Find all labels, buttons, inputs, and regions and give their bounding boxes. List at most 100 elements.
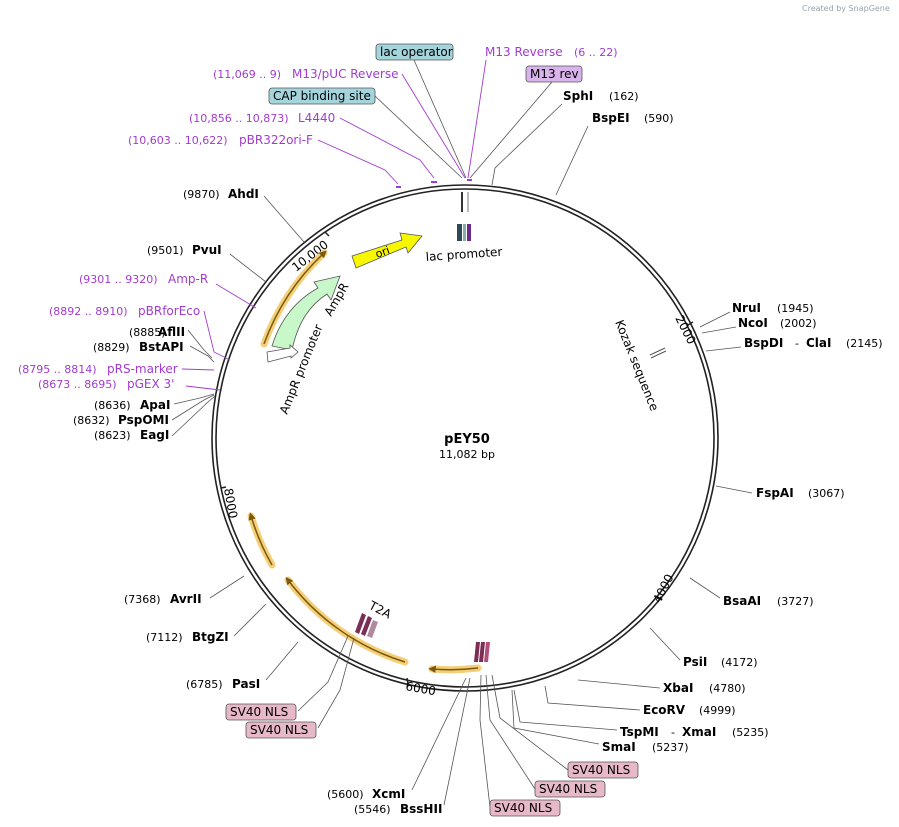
lac-promoter-label: lac promoter — [425, 245, 503, 264]
enzyme-xmai: XmaI — [682, 725, 716, 739]
enzyme-btgzi-pos: (7112) — [146, 631, 183, 644]
cap-binding-text: CAP binding site — [273, 89, 371, 103]
ampr-primer-label: Amp-R — [168, 272, 208, 286]
sv40-text-2: SV40 NLS — [250, 723, 308, 737]
sv40-box-1 — [225, 703, 297, 721]
lac-promoter-mark-3 — [467, 224, 471, 241]
enzyme-aflii-pos: (8885) — [129, 326, 166, 339]
enzyme-pasi: PasI — [232, 677, 260, 691]
ori-label: ori — [374, 244, 392, 261]
enzyme-sphi: SphI — [563, 89, 593, 103]
l4440-coords: (10,856 .. 10,873) — [189, 112, 289, 125]
enzyme-eagi-pos: (8623) — [94, 429, 131, 442]
enzyme-apai: ApaI — [140, 398, 170, 412]
enzyme-clai: ClaI — [806, 336, 831, 350]
enzyme-pspomi-pos: (8632) — [73, 414, 110, 427]
kozak-mark-1 — [649, 347, 666, 356]
cds-arc-3 — [428, 665, 479, 674]
enzyme-xmai-pos: (5235) — [732, 726, 769, 739]
enzyme-btgzi: BtgZI — [192, 630, 229, 644]
enzyme-bsaai-pos: (3727) — [777, 595, 814, 608]
m13-puc-label: M13/pUC Reverse — [292, 67, 399, 81]
enzyme-bspdi-dash: - — [795, 337, 799, 350]
enzyme-bsshii-pos: (5546) — [354, 803, 391, 816]
enzyme-sphi-pos: (162) — [609, 90, 639, 103]
cds-arc-1 — [285, 577, 406, 663]
enzyme-bspei: BspEI — [592, 111, 630, 125]
m13-reverse-label: M13 Reverse — [485, 45, 563, 59]
svg-text:8000: 8000 — [221, 487, 240, 520]
prs-marker-coords: (8795 .. 8814) — [18, 363, 97, 376]
kozak-label: Kozak sequence — [612, 318, 661, 413]
svg-text:6000: 6000 — [404, 679, 437, 698]
enzyme-smai-pos: (5237) — [652, 741, 689, 754]
sv40-marks-center — [474, 642, 490, 662]
enzyme-aflii: AflII — [158, 325, 185, 339]
kozak-mark-2 — [650, 350, 667, 359]
sv40-box-5 — [489, 799, 561, 817]
enzyme-bsshii: BssHII — [400, 802, 442, 816]
enzyme-ecorv-pos: (4999) — [699, 704, 736, 717]
pbrforeco-coords: (8892 .. 8910) — [49, 305, 128, 318]
sv40-box-4 — [534, 780, 606, 798]
pbr322ori-coords: (10,603 .. 10,622) — [128, 134, 228, 147]
enzyme-bstapi-pos: (8829) — [93, 341, 130, 354]
enzyme-pasi-pos: (6785) — [186, 678, 223, 691]
m13-puc-coords: (11,069 .. 9) — [213, 68, 281, 81]
lac-promoter-mark-2 — [463, 224, 466, 241]
branding-text: Created by SnapGene — [802, 4, 890, 13]
enzyme-bspei-pos: (590) — [644, 112, 674, 125]
enzyme-xcmi: XcmI — [372, 787, 405, 801]
tick-2000: 2000 — [672, 313, 698, 347]
m13-rev-text: M13 rev — [530, 67, 579, 81]
enzyme-tspmi-dash: - — [671, 726, 675, 739]
enzyme-ecorv: EcoRV — [643, 703, 686, 717]
enzyme-bspdi: BspDI — [744, 336, 783, 350]
svg-text:4000: 4000 — [650, 572, 676, 606]
enzyme-pspomi: PspOMI — [118, 413, 169, 427]
enzyme-ncoi-pos: (2002) — [780, 317, 817, 330]
pgex3-coords: (8673 .. 8695) — [38, 378, 117, 391]
cds-arc-2 — [248, 512, 273, 566]
lac-operator-box — [375, 43, 454, 61]
enzyme-ncoi: NcoI — [738, 316, 768, 330]
enzyme-apai-pos: (8636) — [94, 399, 131, 412]
lac-operator-text: lac operator — [380, 45, 453, 59]
backbone-outer — [211, 184, 719, 692]
sv40-box-2 — [245, 721, 317, 739]
sv40-text-3: SV40 NLS — [572, 763, 630, 777]
sv40-text-1: SV40 NLS — [230, 705, 288, 719]
sv40-box-3 — [567, 761, 639, 779]
cds-arc-4 — [263, 250, 327, 345]
backbone-inner — [215, 188, 715, 688]
enzyme-eagi: EagI — [140, 428, 169, 442]
ampr-promoter-arrow — [266, 344, 299, 363]
cds-arc-2-highlight — [247, 512, 276, 569]
svg-text:2000: 2000 — [672, 313, 698, 347]
l4440-label: L4440 — [298, 111, 335, 125]
sv40-text-5: SV40 NLS — [494, 801, 552, 815]
enzyme-bsaai: BsaAI — [723, 594, 761, 608]
enzyme-xbai-pos: (4780) — [709, 682, 746, 695]
enzyme-avrii-pos: (7368) — [124, 593, 161, 606]
m13-rev-box — [525, 65, 583, 83]
enzyme-ahdi: AhdI — [228, 187, 259, 201]
lac-promoter-mark-1 — [457, 224, 462, 241]
enzyme-drui: NruI — [732, 301, 761, 315]
m13-reverse-coords: (6 .. 22) — [574, 46, 618, 59]
enzyme-xbai: XbaI — [663, 681, 693, 695]
enzyme-pvui: PvuI — [192, 243, 222, 257]
t2a-marks — [355, 613, 378, 638]
ori-arrow — [351, 232, 423, 269]
tick-4000: 4000 — [650, 572, 676, 606]
enzyme-clai-pos: (2145) — [846, 337, 883, 350]
enzyme-pvui-pos: (9501) — [147, 244, 184, 257]
tick-6000: 6000 — [404, 677, 437, 698]
enzyme-smai: SmaI — [602, 740, 636, 754]
ampr-arrow — [271, 275, 341, 351]
enzyme-bstapi: BstAPI — [139, 340, 184, 354]
prs-marker-label: pRS-marker — [107, 362, 178, 376]
ampr-primer-coords: (9301 .. 9320) — [79, 273, 158, 286]
enzyme-psii-pos: (4172) — [721, 656, 758, 669]
